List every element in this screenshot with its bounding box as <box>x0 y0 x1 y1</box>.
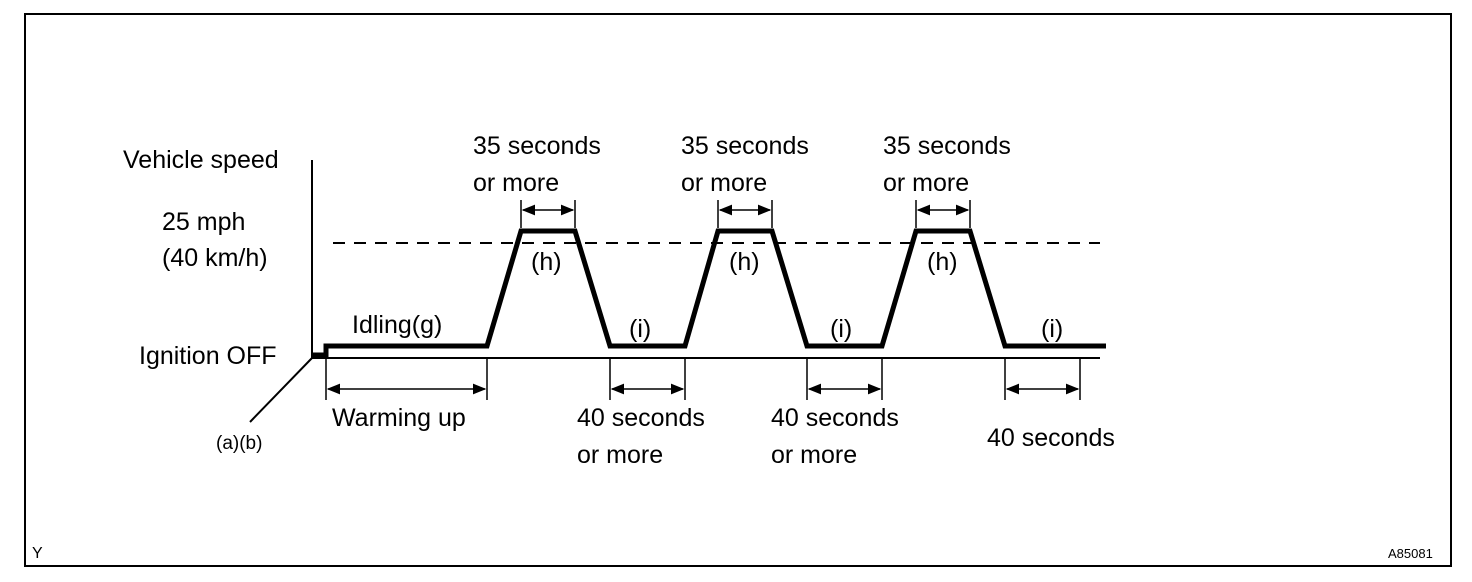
ignition-off-label: Ignition OFF <box>139 342 277 370</box>
idle-1-step: (i) <box>629 315 651 343</box>
cruise-3-step: (h) <box>927 248 958 276</box>
idle-2-step: (i) <box>830 315 852 343</box>
speed-value-mph: 25 mph <box>162 208 245 236</box>
figure-frame <box>24 13 1452 567</box>
cruise-3-duration-line2: or more <box>883 169 969 197</box>
cruise-2-duration-line2: or more <box>681 169 767 197</box>
cruise-3-duration-line1: 35 seconds <box>883 132 1011 160</box>
y-axis-label: Vehicle speed <box>123 146 279 174</box>
speed-profile-line <box>312 228 1106 358</box>
dimension-ticks <box>325 200 1081 400</box>
warming-up-label: Warming up <box>332 404 466 432</box>
cruise-2-duration-line1: 35 seconds <box>681 132 809 160</box>
start-pointer-line <box>249 357 313 423</box>
start-steps-label: (a)(b) <box>216 433 262 454</box>
idle-3-step: (i) <box>1041 315 1063 343</box>
cruise-2-step: (h) <box>729 248 760 276</box>
idle-3-duration-line1: 40 seconds <box>987 424 1115 452</box>
idle-1-duration-line1: 40 seconds <box>577 404 705 432</box>
idle-1-duration-line2: or more <box>577 441 663 469</box>
speed-value-kmh: (40 km/h) <box>162 244 268 272</box>
idling-label: Idling(g) <box>352 311 442 339</box>
cruise-1-duration-line1: 35 seconds <box>473 132 601 160</box>
corner-mark: Y <box>32 545 43 562</box>
idle-2-duration-line1: 40 seconds <box>771 404 899 432</box>
figure-id: A85081 <box>1388 546 1433 561</box>
cruise-1-step: (h) <box>531 248 562 276</box>
cruise-1-duration-line2: or more <box>473 169 559 197</box>
idle-2-duration-line2: or more <box>771 441 857 469</box>
